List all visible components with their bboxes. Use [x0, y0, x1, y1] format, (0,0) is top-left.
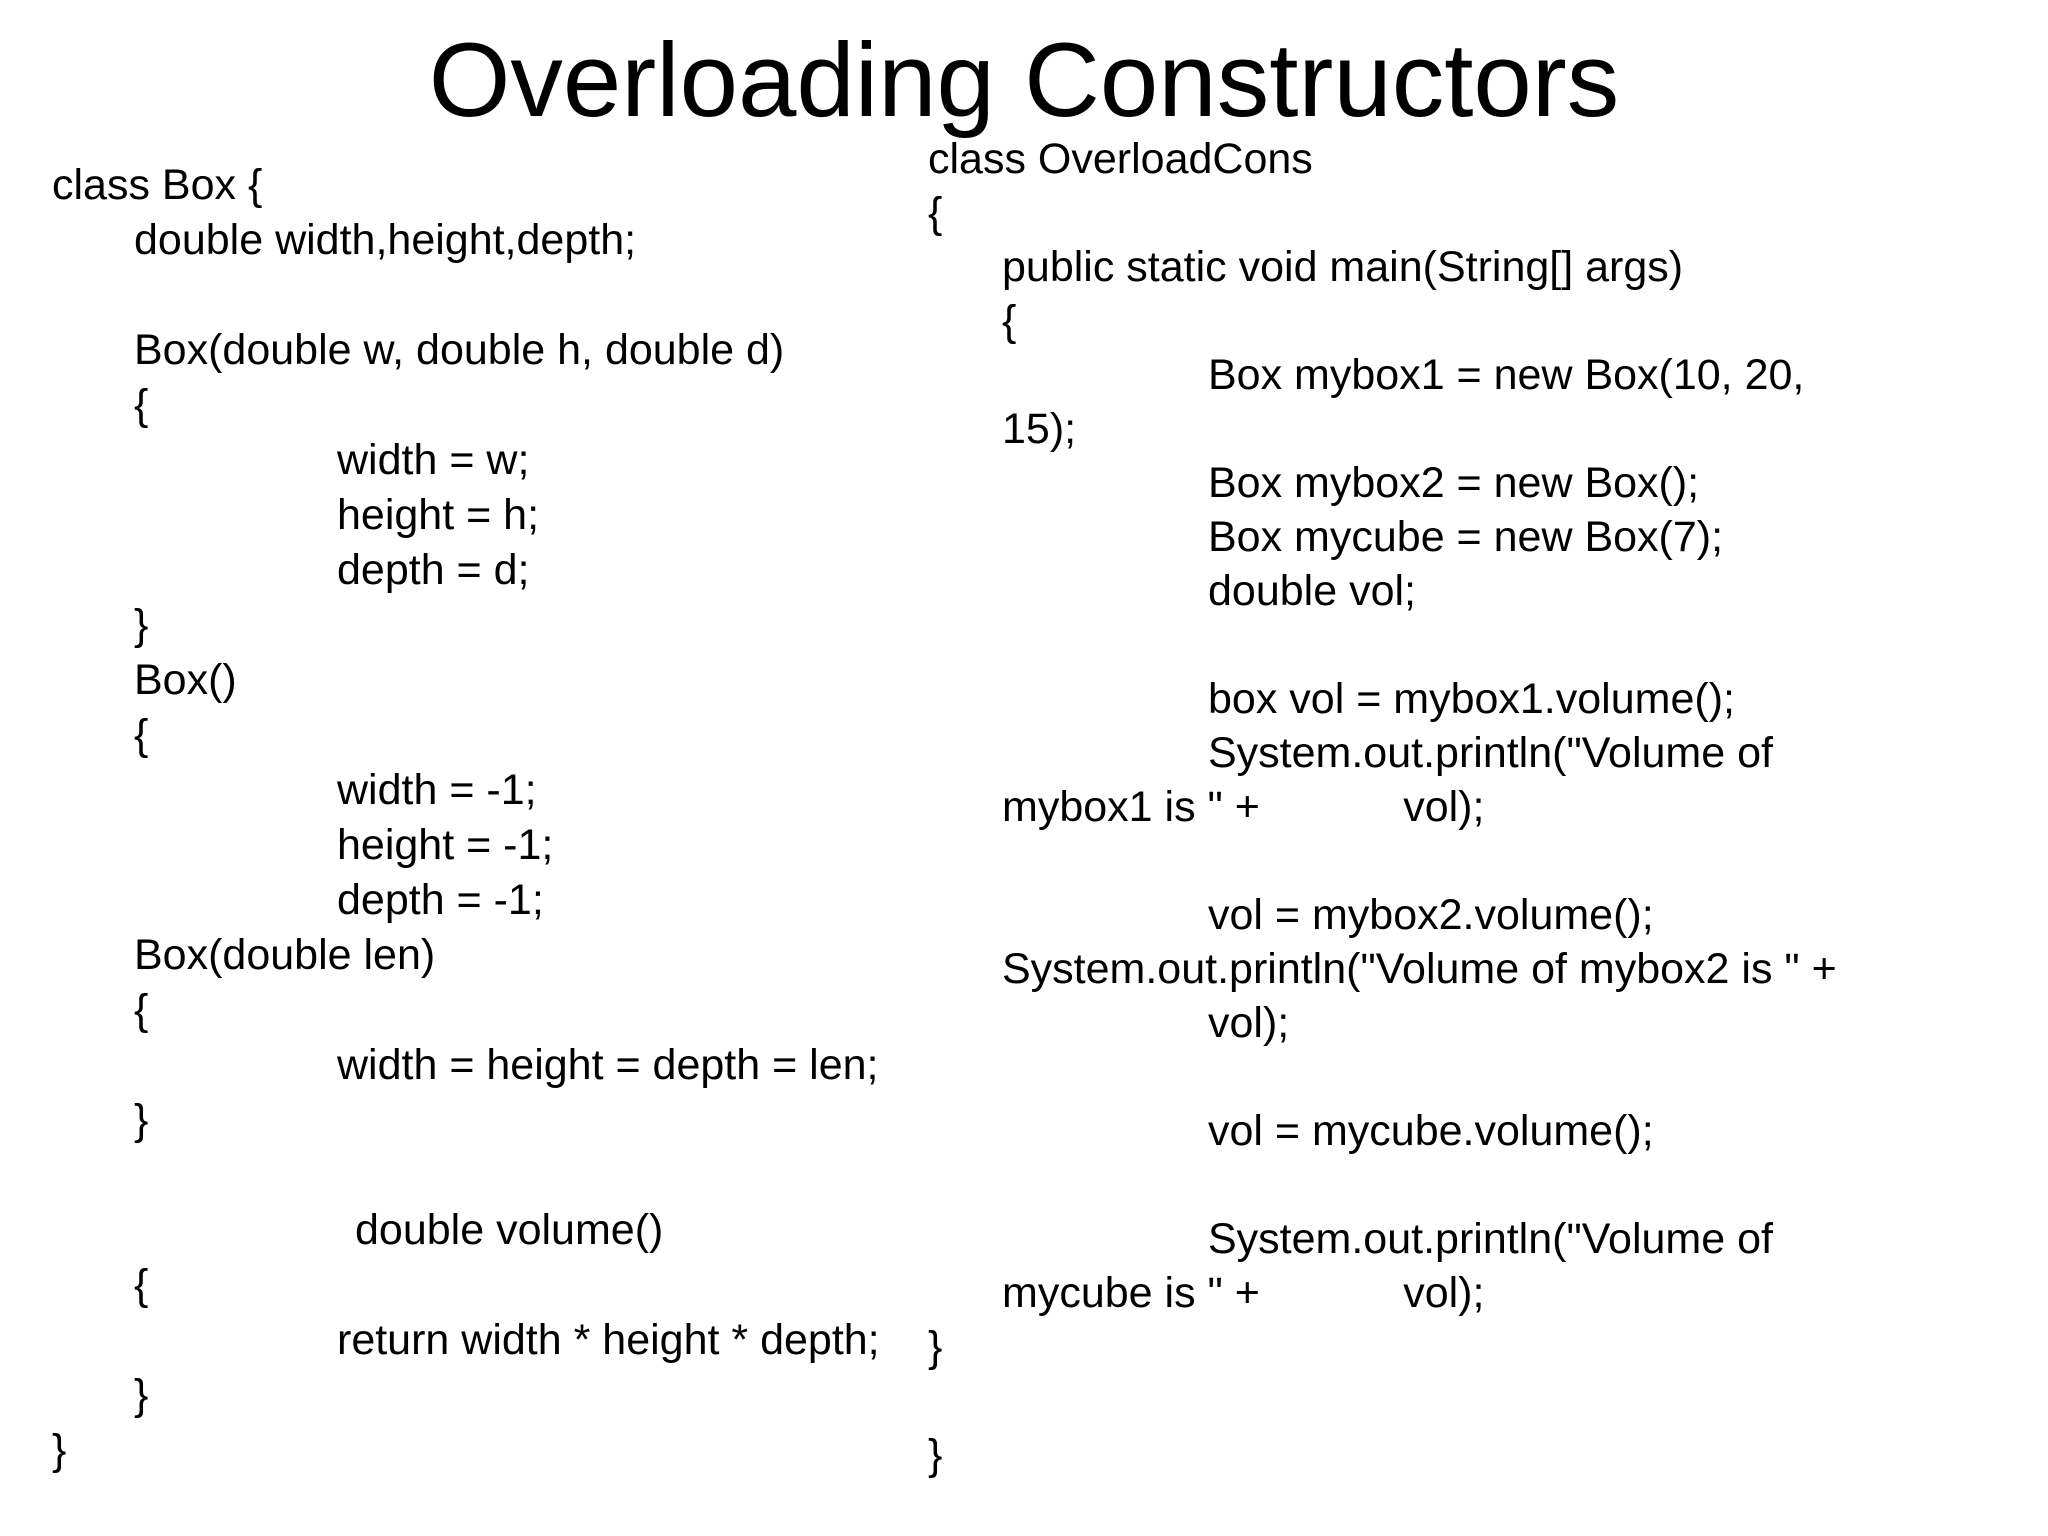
code-line: Box mybox2 = new Box(); [1208, 459, 1700, 507]
code-line: width = height = depth = len; [337, 1041, 879, 1089]
code-line: { [134, 711, 149, 759]
code-line: Box mycube = new Box(7); [1208, 513, 1724, 561]
code-line: mycube is " + vol); [1002, 1269, 1485, 1317]
code-line: return width * height * depth; [337, 1316, 880, 1364]
code-line: double volume() [355, 1206, 664, 1254]
slide-title: Overloading Constructors [428, 22, 1620, 139]
code-line: class Box { [52, 161, 263, 209]
code-line: { [134, 381, 149, 429]
code-line: System.out.println("Volume of mybox2 is … [1002, 945, 1837, 993]
code-line: { [134, 1261, 149, 1309]
code-line: System.out.println("Volume of [1208, 1215, 1773, 1263]
code-line: { [928, 189, 943, 237]
code-line: { [134, 986, 149, 1034]
code-line: vol = mycube.volume(); [1208, 1107, 1654, 1155]
code-line: System.out.println("Volume of [1208, 729, 1773, 777]
code-line: height = h; [337, 491, 540, 539]
code-line: height = -1; [337, 821, 554, 869]
code-line: Box(double w, double h, double d) [134, 326, 785, 374]
code-line [0, 1374, 2048, 1428]
code-line: class OverloadCons [928, 135, 1313, 183]
code-line: { [1002, 297, 1017, 345]
code-line: } [134, 1096, 149, 1144]
code-line: } [52, 1426, 67, 1474]
code-line [0, 1158, 2048, 1212]
code-line: vol); [1208, 999, 1290, 1047]
code-line: depth = d; [337, 546, 530, 594]
code-line: } [928, 1431, 943, 1479]
code-line: } [134, 601, 149, 649]
code-line: mybox1 is " + vol); [1002, 783, 1485, 831]
code-line: depth = -1; [337, 876, 544, 924]
code-line: Box mybox1 = new Box(10, 20, [1208, 351, 1805, 399]
code-line: width = w; [337, 436, 530, 484]
code-line: width = -1; [337, 766, 537, 814]
code-line: double vol; [1208, 567, 1416, 615]
code-line: public static void main(String[] args) [1002, 243, 1684, 291]
code-line [0, 618, 2048, 672]
code-line: Box(double len) [134, 931, 436, 979]
code-line: } [134, 1371, 149, 1419]
left-code-block: class Box { double width,height,depth; Box… [0, 158, 2048, 1478]
code-line: vol = mybox2.volume(); [1208, 891, 1654, 939]
code-line [0, 834, 2048, 888]
code-line: Box() [134, 656, 237, 704]
code-line: box vol = mybox1.volume(); [1208, 675, 1735, 723]
right-code-block: class OverloadCons { public static void ma… [0, 132, 2048, 1482]
code-line: double width,height,depth; [134, 216, 637, 264]
code-line [0, 1050, 2048, 1104]
code-line: 15); [1002, 405, 1077, 453]
code-line: } [928, 1323, 943, 1371]
